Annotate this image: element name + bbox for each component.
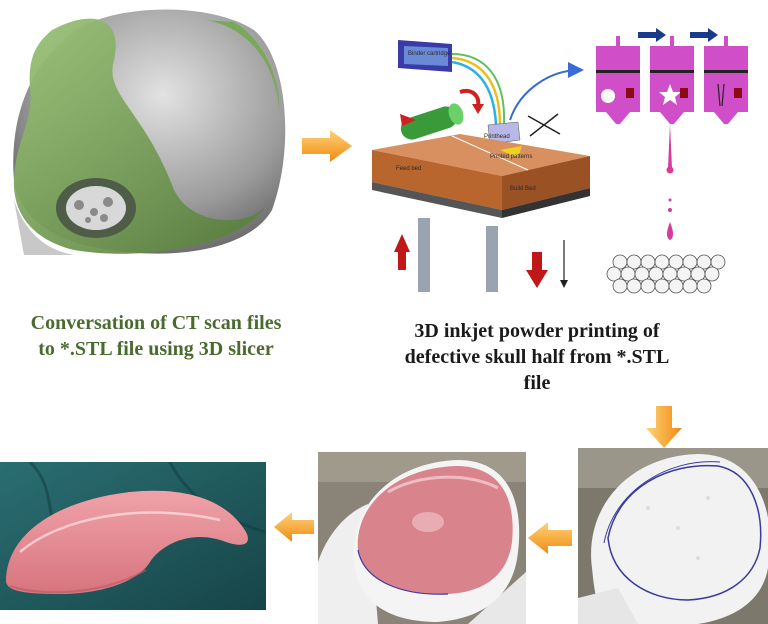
inkjet-droplet-diagram [590, 18, 766, 298]
svg-text:Build Bed: Build Bed [510, 186, 536, 192]
printed-skull-photo [578, 448, 768, 624]
nozzle-chambers [596, 36, 748, 124]
arrow-down-orange [644, 404, 684, 450]
powder-printer-diagram: Binder cartridge Printhead [360, 30, 590, 292]
powder-beds: Feed bed Printed patterns Build Bed [372, 134, 590, 218]
svg-text:Feed bed: Feed bed [396, 166, 421, 172]
arrow-right-orange-1 [300, 128, 354, 164]
arrow-left-orange-2 [272, 510, 316, 544]
svg-text:Printed patterns: Printed patterns [490, 154, 532, 160]
printhead: Printhead [484, 121, 521, 145]
arrow-left-orange-1 [526, 520, 574, 556]
ct-skull-render [4, 0, 290, 262]
caption-ct-conversion: Conversation of CT scan files to *.STL f… [30, 312, 282, 360]
caption-inkjet-printing: 3D inkjet powder printing of defective s… [404, 320, 670, 394]
implant-on-mould-photo [318, 452, 526, 624]
binder-cartridge: Binder cartridge [398, 40, 452, 72]
roller [400, 103, 464, 140]
svg-text:Binder cartridge: Binder cartridge [408, 51, 451, 57]
powder-particles [606, 254, 726, 294]
final-implant-photo [0, 462, 266, 610]
svg-text:Printhead: Printhead [484, 134, 510, 140]
